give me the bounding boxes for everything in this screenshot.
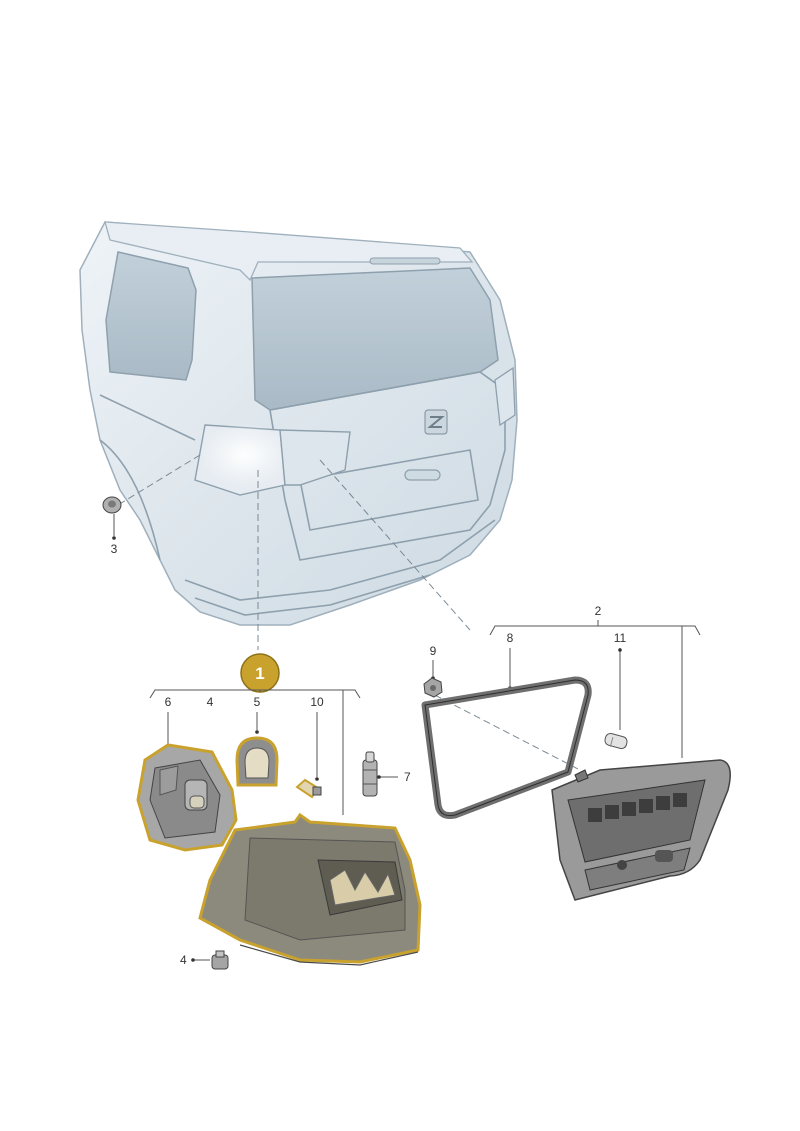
wheel-arch xyxy=(99,439,161,561)
inner-tail-light-location xyxy=(279,429,351,486)
callout-8: 8 xyxy=(507,631,514,645)
badge-label: 1 xyxy=(255,664,264,683)
callout-3: 3 xyxy=(111,542,118,556)
bumper-lower xyxy=(194,574,431,616)
part-5-gasket xyxy=(235,712,279,787)
callout-11: 11 xyxy=(614,631,627,645)
rear-bumper xyxy=(184,519,496,601)
plate-recess xyxy=(299,449,479,531)
brand-logo: SEAT xyxy=(424,409,448,444)
callout-5: 5 xyxy=(254,695,261,709)
brand-logo-text: SEAT xyxy=(435,441,438,444)
part-8-seal-frame xyxy=(421,648,592,819)
tailgate-handle xyxy=(404,469,441,481)
part-9-nut xyxy=(423,660,443,698)
vehicle-rear-view: SEAT xyxy=(79,221,518,626)
part-10-bulb xyxy=(295,712,322,799)
part-4-plug: 4 xyxy=(180,950,229,970)
light-glow xyxy=(200,423,290,487)
car-roof xyxy=(104,221,474,282)
part-7-bulb-socket: 7 xyxy=(362,751,411,797)
tailgate-outline xyxy=(269,371,506,561)
callout-7: 7 xyxy=(404,770,411,784)
part-6-bulb-carrier xyxy=(136,712,238,852)
high-brake-light xyxy=(369,257,441,265)
part-1-outer-tail-light xyxy=(198,812,422,966)
callout-4-bottom: 4 xyxy=(180,953,187,967)
callout-10: 10 xyxy=(310,695,324,709)
side-window xyxy=(105,251,197,381)
callout-6: 6 xyxy=(165,695,172,709)
part-3-clip: 3 xyxy=(102,496,122,556)
leader-lines xyxy=(117,454,581,771)
callout-2: 2 xyxy=(595,604,602,618)
group-bracket-2: 2 xyxy=(489,604,701,758)
callout-4-top: 4 xyxy=(207,695,214,709)
part-11-bulb xyxy=(604,648,628,750)
assembly-badge-1: 1 xyxy=(240,653,280,693)
part-2-inner-tail-light xyxy=(551,759,731,901)
right-tail-light-location xyxy=(494,366,516,427)
callout-9: 9 xyxy=(430,644,437,658)
rear-window xyxy=(251,267,499,411)
side-crease xyxy=(99,394,196,441)
group-bracket-1 xyxy=(149,689,361,815)
